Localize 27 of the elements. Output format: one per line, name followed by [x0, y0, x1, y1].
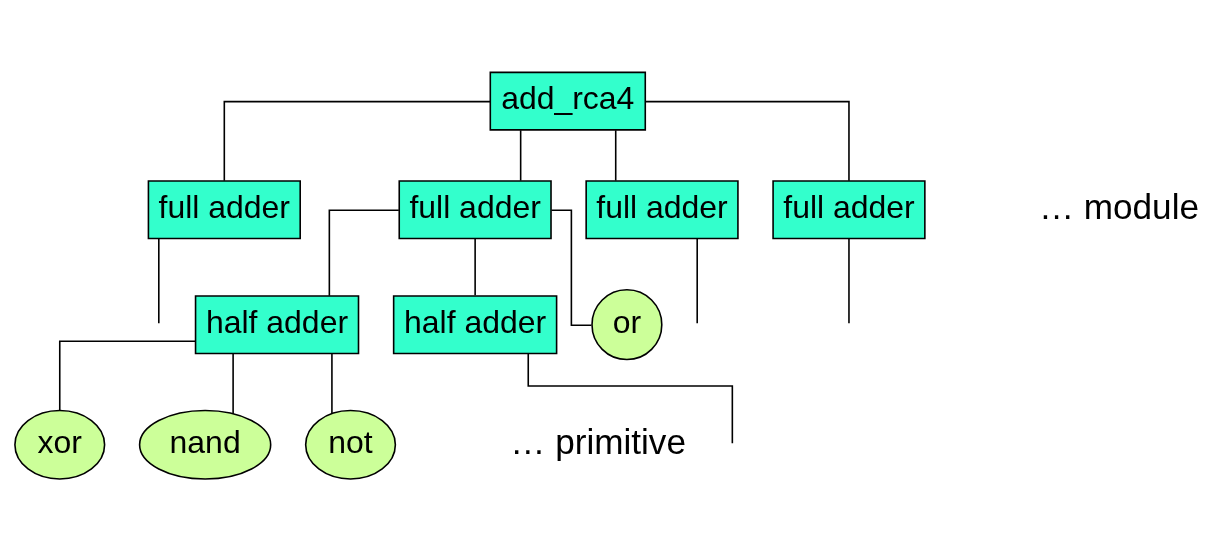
connector	[550, 209, 593, 327]
node-box: add_rca4	[489, 71, 647, 131]
node-box: half adder	[194, 295, 360, 355]
connector	[474, 238, 476, 297]
connector	[328, 209, 400, 297]
connector	[644, 100, 850, 182]
connector	[158, 238, 160, 325]
node-circle: or	[591, 289, 663, 361]
connector	[527, 353, 734, 445]
node-ellipse: xor	[14, 409, 106, 480]
connector	[848, 238, 850, 325]
connector	[223, 100, 492, 182]
node-ellipse: nand	[138, 409, 272, 480]
connector	[614, 129, 617, 182]
node-box: full adder	[147, 180, 301, 240]
node-box: half adder	[392, 295, 558, 355]
label: … primitive	[510, 421, 686, 461]
connector	[232, 352, 234, 415]
connector	[696, 238, 698, 325]
node-box: full adder	[398, 180, 552, 240]
connector	[519, 129, 522, 182]
connector	[58, 340, 197, 412]
connector	[331, 352, 333, 415]
node-ellipse: not	[304, 409, 397, 480]
label: … module	[1038, 186, 1200, 226]
node-box: full adder	[585, 180, 739, 240]
node-box: full adder	[772, 180, 926, 240]
